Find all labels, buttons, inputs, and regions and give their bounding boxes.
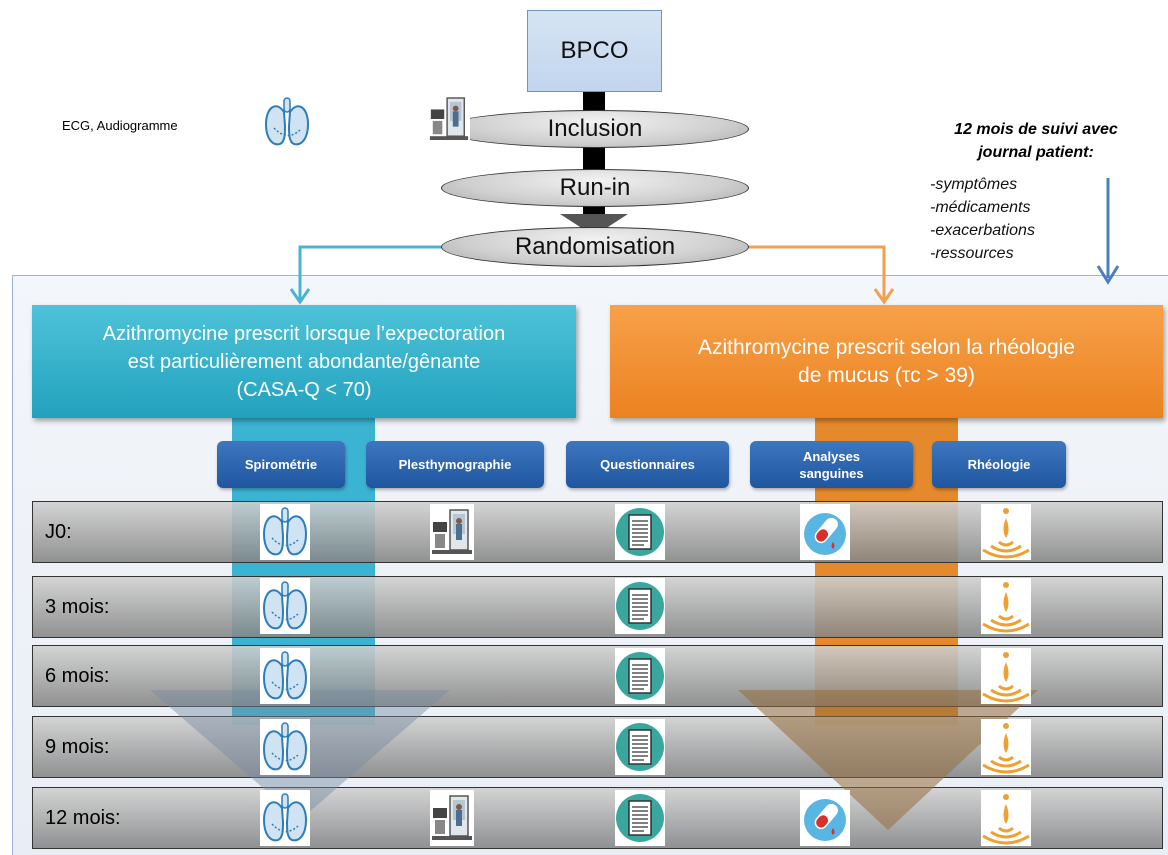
- plethysmograph-icon: [430, 790, 474, 846]
- visit-label: 6 mois:: [45, 664, 110, 687]
- plethysmographie-button: Plesthymographie: [366, 441, 544, 488]
- lungs-icon: [260, 578, 310, 634]
- rheologie-label: Rhéologie: [967, 457, 1031, 472]
- runin-step: Run-in: [441, 169, 749, 207]
- arm-left-line2: est particulièrement abondante/gênante: [127, 350, 481, 373]
- document-icon: [615, 790, 665, 846]
- arm-left-line1: Azithromycine prescrit lorsque l’expecto…: [102, 322, 506, 345]
- flow-stem-3: [583, 204, 605, 216]
- visit-row: 12 mois:: [32, 787, 1163, 849]
- arm-connectors: [289, 245, 895, 305]
- visit-row: 3 mois:: [32, 576, 1163, 638]
- arm-right-box: Azithromycine prescrit selon la rhéologi…: [610, 305, 1163, 418]
- visit-label: J0:: [45, 520, 72, 543]
- inclusion-label: Inclusion: [547, 115, 643, 142]
- visit-row: J0:: [32, 501, 1163, 563]
- bpco-label: BPCO: [560, 37, 629, 64]
- side-note: ECG, Audiogramme: [62, 118, 178, 133]
- flow-stem-2: [583, 146, 605, 170]
- right-arm-arrowhead: [873, 288, 895, 305]
- randomisation-label: Randomisation: [514, 233, 676, 260]
- analyses-label-line2: sanguines: [799, 465, 864, 481]
- drop-ripple-icon: [981, 504, 1031, 560]
- spirometrie-button: Spirométrie: [217, 441, 345, 488]
- rheologie-button: Rhéologie: [932, 441, 1066, 488]
- flow-arrow-head: [560, 214, 628, 236]
- follow-up-title: 12 mois de suivi avec journal patient:: [920, 118, 1152, 164]
- blood-test-icon: [800, 790, 850, 846]
- drop-ripple-icon: [981, 578, 1031, 634]
- follow-up-item: -ressources: [930, 245, 1014, 262]
- drop-ripple-icon: [981, 719, 1031, 775]
- plethysmograph-icon: [430, 504, 474, 560]
- analyses-label-line1: Analyses: [802, 448, 861, 464]
- plethysmographie-label: Plesthymographie: [398, 457, 512, 472]
- visit-label: 3 mois:: [45, 595, 110, 618]
- flow-stem-1: [583, 92, 605, 112]
- follow-up-title-line1: 12 mois de suivi avec: [954, 121, 1118, 138]
- spirometrie-label: Spirométrie: [244, 457, 318, 472]
- document-icon: [615, 578, 665, 634]
- randomisation-step: Randomisation: [441, 227, 749, 267]
- right-arm-connector: [749, 245, 886, 300]
- document-icon: [615, 504, 665, 560]
- lungs-icon: [260, 719, 310, 775]
- blood-test-icon: [800, 504, 850, 560]
- left-arm-connector: [298, 245, 441, 300]
- document-icon: [615, 648, 665, 704]
- document-icon: [615, 719, 665, 775]
- drop-ripple-icon: [981, 790, 1031, 846]
- arm-right-line1: Azithromycine prescrit selon la rhéologi…: [697, 335, 1075, 359]
- follow-up-item: -symptômes: [930, 176, 1018, 193]
- runin-label: Run-in: [559, 174, 631, 201]
- arm-left-line3: (CASA-Q < 70): [236, 378, 372, 401]
- questionnaires-label: Questionnaires: [600, 457, 695, 472]
- follow-up-arrow: [1096, 178, 1120, 285]
- questionnaires-button: Questionnaires: [566, 441, 729, 488]
- lungs-icon: [260, 504, 310, 560]
- drop-ripple-icon: [981, 648, 1031, 704]
- arm-left-box: Azithromycine prescrit lorsque l’expecto…: [32, 305, 576, 418]
- follow-up-list: -symptômes -médicaments -exacerbations -…: [930, 173, 1035, 265]
- visit-label: 12 mois:: [45, 806, 121, 829]
- visit-label: 9 mois:: [45, 735, 110, 758]
- follow-up-item: -médicaments: [930, 199, 1031, 216]
- left-arm-arrowhead: [289, 288, 311, 305]
- follow-up-title-line2: journal patient:: [978, 144, 1094, 161]
- follow-up-item: -exacerbations: [930, 222, 1035, 239]
- right-down-chevron: [738, 690, 1038, 830]
- arm-right-line2: de mucus (τc > 39): [798, 363, 975, 387]
- inclusion-step: Inclusion: [441, 110, 749, 148]
- lungs-icon: [260, 790, 310, 846]
- bpco-box: BPCO: [527, 10, 662, 92]
- lungs-icon: [260, 648, 310, 704]
